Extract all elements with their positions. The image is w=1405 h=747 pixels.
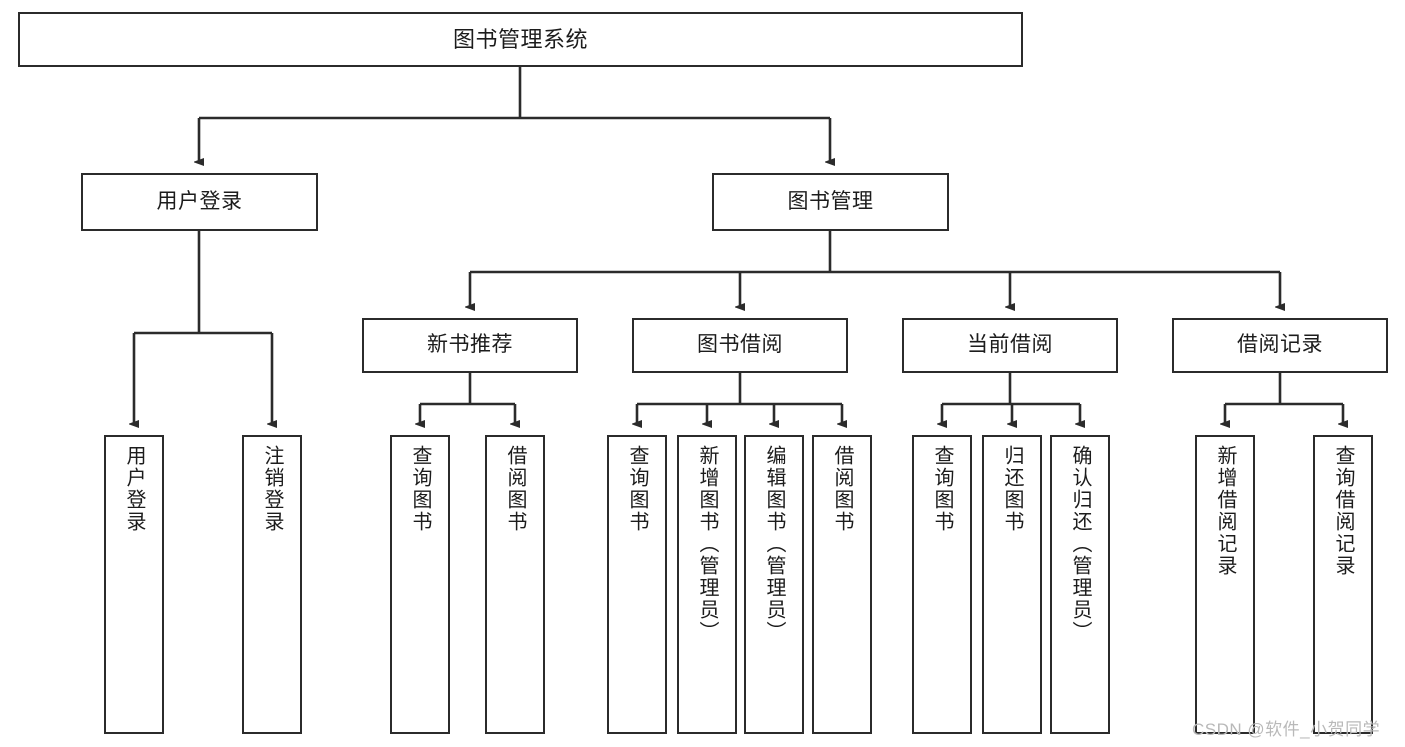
- leaf-label: 新增借阅记录: [1214, 445, 1236, 577]
- csdn-watermark: CSDN @软件_小贺同学: [1192, 720, 1381, 739]
- node-borrow-record-label: 借阅记录: [1237, 333, 1323, 357]
- leaf-label: 用户登录: [123, 445, 145, 533]
- node-current-borrow[interactable]: 当前借阅: [902, 318, 1118, 373]
- node-book-borrow-label: 图书借阅: [697, 333, 783, 357]
- leaf-node-borrow-book-rec[interactable]: 借阅图书: [485, 435, 545, 734]
- node-current-borrow-label: 当前借阅: [967, 333, 1053, 357]
- leaf-label: 查询图书: [626, 445, 648, 533]
- node-root-label: 图书管理系统: [452, 26, 588, 52]
- leaf-label: 查询借阅记录: [1332, 445, 1354, 577]
- node-book-borrow[interactable]: 图书借阅: [632, 318, 848, 373]
- node-borrow-record[interactable]: 借阅记录: [1172, 318, 1388, 373]
- leaf-node-query-book-current[interactable]: 查询图书: [912, 435, 972, 734]
- node-new-book-recommend-label: 新书推荐: [427, 333, 513, 357]
- node-user-login[interactable]: 用户登录: [81, 173, 318, 231]
- leaf-label: 编辑图书（管理员）: [763, 445, 785, 643]
- leaf-label: 借阅图书: [831, 445, 853, 533]
- leaf-label: 注销登录: [261, 445, 283, 533]
- leaf-label: 借阅图书: [504, 445, 526, 533]
- leaf-node-query-book-rec[interactable]: 查询图书: [390, 435, 450, 734]
- leaf-label: 新增图书（管理员）: [696, 445, 718, 643]
- node-root[interactable]: 图书管理系统: [18, 12, 1023, 67]
- node-book-manage-label: 图书管理: [787, 189, 874, 213]
- node-new-book-recommend[interactable]: 新书推荐: [362, 318, 578, 373]
- leaf-node-confirm-return[interactable]: 确认归还（管理员）: [1050, 435, 1110, 734]
- leaf-label: 确认归还（管理员）: [1069, 445, 1091, 643]
- leaf-node-logout[interactable]: 注销登录: [242, 435, 302, 734]
- leaf-label: 查询图书: [931, 445, 953, 533]
- leaf-node-query-book[interactable]: 查询图书: [607, 435, 667, 734]
- leaf-label: 归还图书: [1001, 445, 1023, 533]
- leaf-node-query-record[interactable]: 查询借阅记录: [1313, 435, 1373, 734]
- leaf-node-add-book[interactable]: 新增图书（管理员）: [677, 435, 737, 734]
- node-book-manage[interactable]: 图书管理: [712, 173, 949, 231]
- leaf-node-add-record[interactable]: 新增借阅记录: [1195, 435, 1255, 734]
- leaf-node-return-book[interactable]: 归还图书: [982, 435, 1042, 734]
- leaf-node-edit-book[interactable]: 编辑图书（管理员）: [744, 435, 804, 734]
- leaf-label: 查询图书: [409, 445, 431, 533]
- node-user-login-label: 用户登录: [156, 189, 243, 213]
- leaf-node-borrow-book[interactable]: 借阅图书: [812, 435, 872, 734]
- leaf-node-user-login[interactable]: 用户登录: [104, 435, 164, 734]
